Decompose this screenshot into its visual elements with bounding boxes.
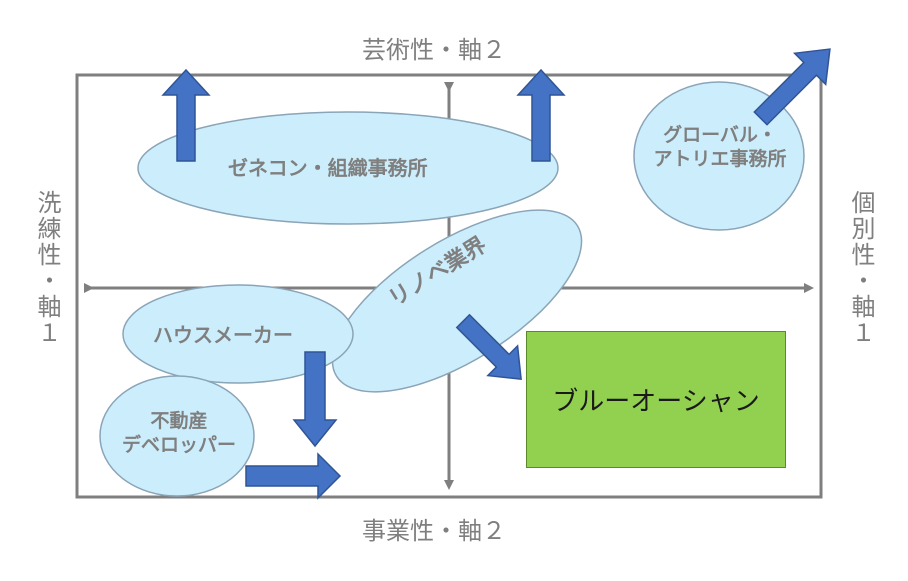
map-frame <box>75 73 823 499</box>
bubble-label-developer: 不動産 デベロッパー <box>104 410 254 458</box>
axis-label-top: 芸術性・軸２ <box>362 36 506 64</box>
axis-label-bottom: 事業性・軸２ <box>362 517 506 545</box>
bubble-label-developer-line2: デベロッパー <box>121 433 236 456</box>
arrow-up-right <box>516 68 566 162</box>
axis-label-right: 個別性・軸１ <box>847 190 875 346</box>
bubble-housemaker <box>122 284 354 384</box>
axis-label-left: 洗練性・軸１ <box>33 190 61 346</box>
arrow-right-developer <box>245 452 342 500</box>
arrow-up-left <box>161 68 211 162</box>
bubble-label-housemaker: ハウスメーカー <box>153 323 293 347</box>
blue-ocean-label: ブルーオーシャン <box>552 387 760 417</box>
bubble-label-global-atelier: グローバル・ アトリエ事務所 <box>632 124 808 172</box>
arrow-diagonal-renovation <box>455 313 522 380</box>
bubble-developer <box>99 375 255 497</box>
bubble-zenecon <box>137 111 559 225</box>
bubble-label-global-line2: アトリエ事務所 <box>653 147 787 170</box>
arrow-down-housemaker <box>292 351 338 448</box>
arrow-diagonal-global <box>753 48 831 126</box>
blue-ocean-box: ブルーオーシャン <box>526 331 786 468</box>
bubble-label-developer-line1: 不動産 <box>150 410 208 432</box>
bubble-label-global-line1: グローバル・ <box>663 124 777 146</box>
bubble-label-zenecon: ゼネコン・組織事務所 <box>228 156 428 180</box>
